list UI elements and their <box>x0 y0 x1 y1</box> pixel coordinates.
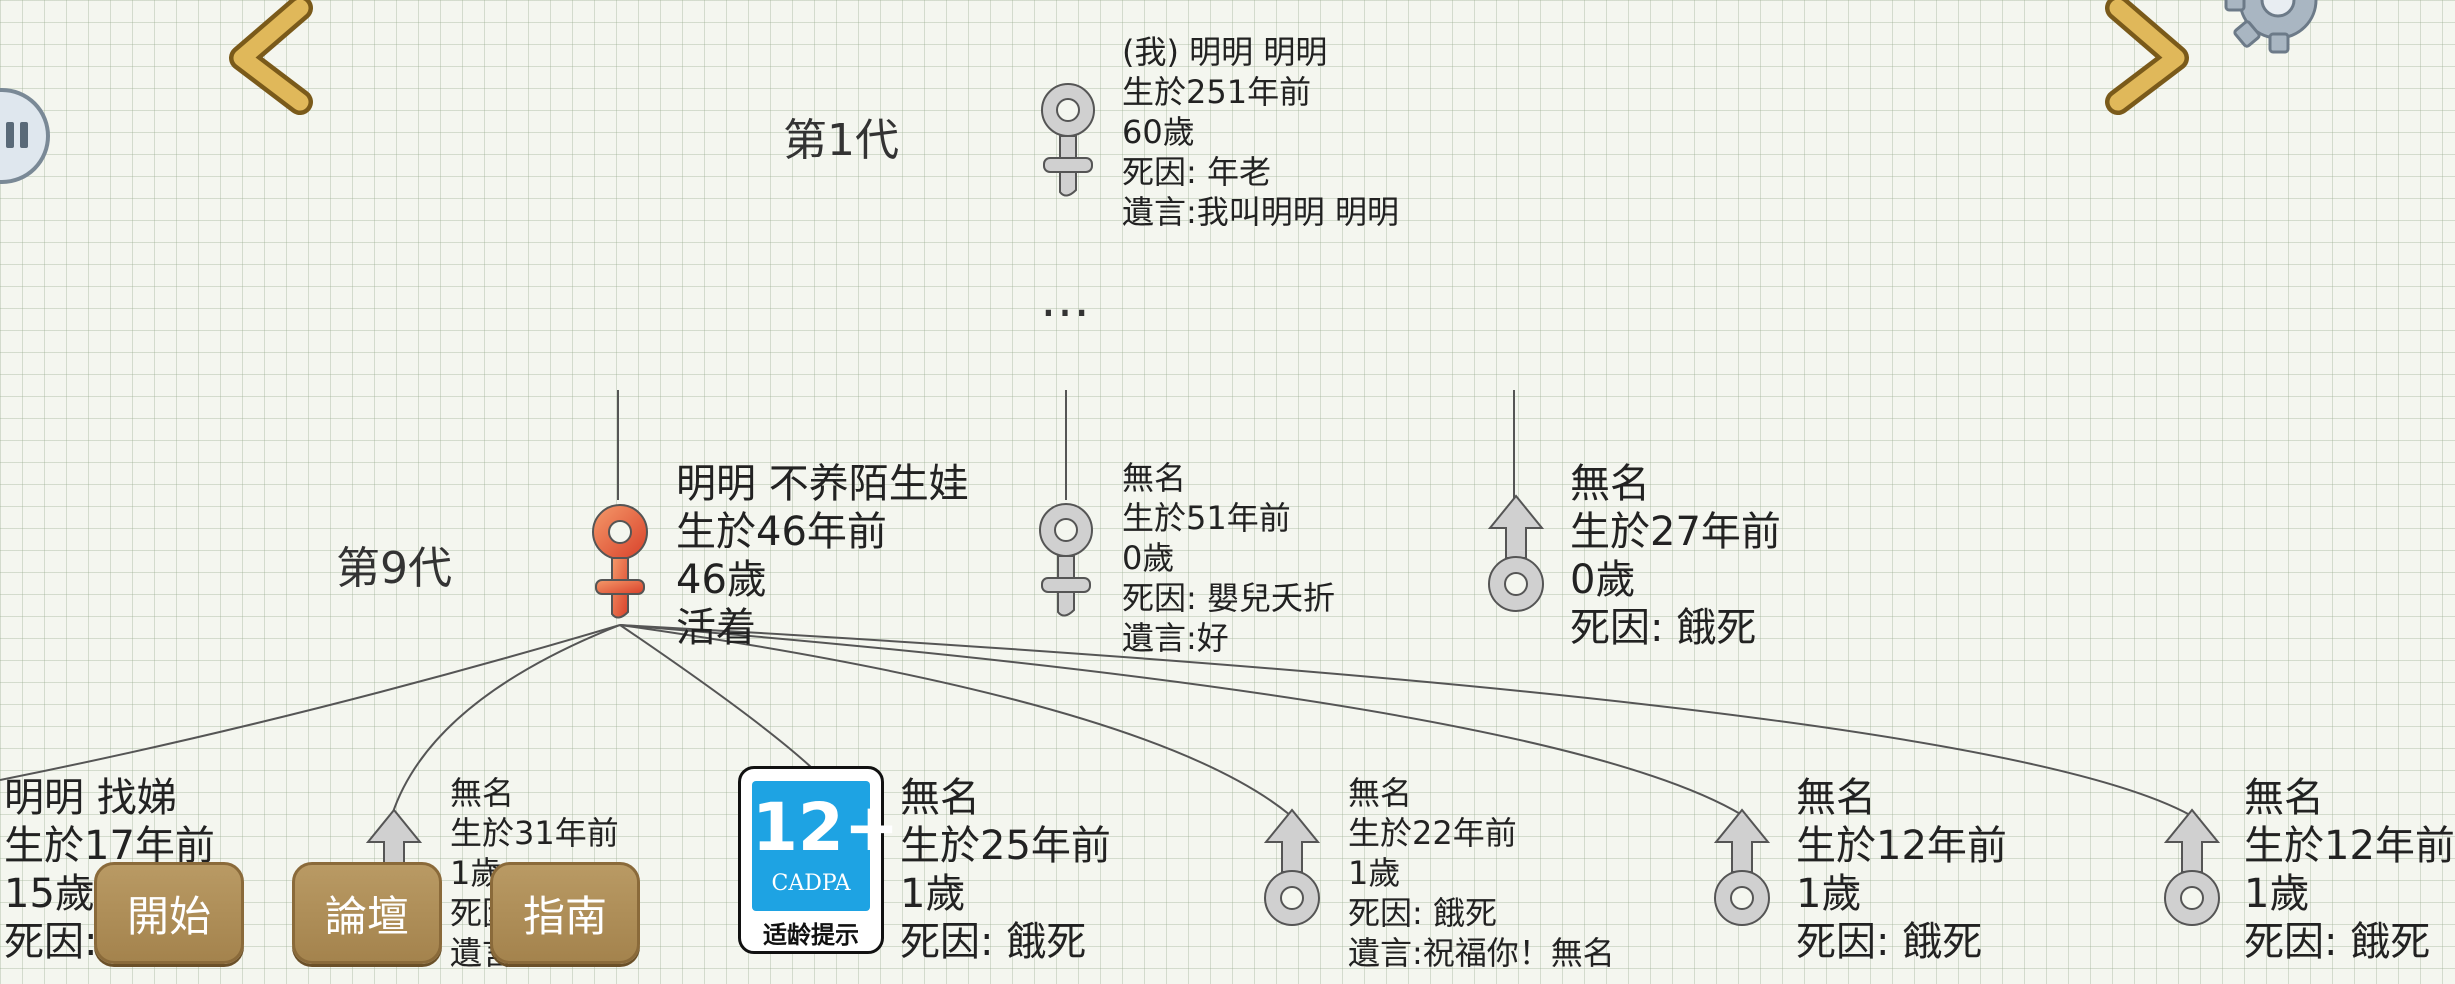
generation-label-1: 第1代 <box>783 115 899 166</box>
age-rating-panel: 12+ CADPA <box>752 781 900 911</box>
node-birth: 生於12年前 <box>1796 823 2007 869</box>
node-birth: 生於31年前 <box>450 814 619 852</box>
node-name: 無名 <box>1122 459 1187 497</box>
male-symbol-icon[interactable] <box>1700 806 1784 936</box>
age-rating-badge[interactable]: 12+ CADPA 适龄提示 <box>738 766 900 954</box>
node-birth: 生於51年前 <box>1122 499 1291 537</box>
generation-gap-ellipsis: … <box>1040 270 1093 328</box>
node-age: 1歲 <box>900 871 966 917</box>
node-death-cause: 死因: 餓死 <box>1796 919 1983 965</box>
node-death-cause: 死因: 餓死 <box>1570 605 1757 651</box>
node-name: 無名 <box>2244 775 2324 821</box>
node-age: 0歲 <box>1570 557 1636 603</box>
node-status: 活着 <box>676 605 756 651</box>
pause-icon[interactable] <box>0 86 52 186</box>
node-name: 無名 <box>450 774 515 812</box>
gen9-node-1-info: 明明 不养陌生娃 生於46年前 46歲 活着 <box>676 460 969 652</box>
node-age: 1歲 <box>1348 854 1401 892</box>
child-node-4-info: 無名 生於22年前 1歲 死因: 餓死 遺言:祝福你！無名 <box>1348 773 1615 973</box>
age-rating-org: CADPA <box>771 871 851 896</box>
node-name: 無名 <box>1570 461 1650 507</box>
node-age: 0歲 <box>1122 539 1175 577</box>
node-death-cause: 死因: 餓死 <box>1348 894 1497 932</box>
node-birth: 生於22年前 <box>1348 814 1517 852</box>
gen9-node-2-info: 無名 生於51年前 0歲 死因: 嬰兒夭折 遺言:好 <box>1122 458 1335 658</box>
tree-connection-lines <box>0 390 2191 816</box>
female-symbol-icon[interactable] <box>578 492 662 624</box>
node-birth: 生於251年前 <box>1122 73 1312 111</box>
chevron-left-icon[interactable] <box>220 0 320 115</box>
age-rating-hint: 适龄提示 <box>763 921 859 949</box>
node-birth: 生於12年前 <box>2244 823 2455 869</box>
node-name: 明明 不养陌生娃 <box>676 461 969 507</box>
node-last-words: 遺言:我叫明明 明明 <box>1122 193 1399 231</box>
child-node-5-info: 無名 生於12年前 1歲 死因: 餓死 <box>1796 774 2007 966</box>
node-name: 無名 <box>1796 775 1876 821</box>
age-rating-number: 12+ <box>752 789 900 866</box>
male-symbol-icon[interactable] <box>1250 806 1334 936</box>
node-name: (我) 明明 明明 <box>1122 33 1328 71</box>
female-symbol-icon[interactable] <box>1024 492 1108 622</box>
node-death-cause: 死因: 年老 <box>1122 153 1271 191</box>
node-birth: 生於27年前 <box>1570 509 1781 555</box>
male-symbol-icon[interactable] <box>1474 492 1558 622</box>
node-age: 46歲 <box>676 557 767 603</box>
gear-icon[interactable] <box>2218 0 2318 54</box>
node-last-words: 遺言:好 <box>1122 619 1229 657</box>
node-birth: 生於46年前 <box>676 509 887 555</box>
node-death-cause: 死因: 餓死 <box>2244 919 2431 965</box>
node-last-words: 遺言:祝福你！無名 <box>1348 934 1615 972</box>
forum-button[interactable]: 論壇 <box>292 862 442 964</box>
node-name: 無名 <box>1348 774 1413 812</box>
gen9-node-3-info: 無名 生於27年前 0歲 死因: 餓死 <box>1570 460 1781 652</box>
node-age: 1歲 <box>2244 871 2310 917</box>
guide-button[interactable]: 指南 <box>490 862 640 964</box>
child-node-3-info: 無名 生於25年前 1歲 死因: 餓死 <box>900 774 1111 966</box>
child-node-6-info: 無名 生於12年前 1歲 死因: 餓死 <box>2244 774 2455 966</box>
ancestor-info: (我) 明明 明明 生於251年前 60歲 死因: 年老 遺言:我叫明明 明明 <box>1122 32 1399 232</box>
node-name: 明明 找娣 <box>4 775 177 821</box>
node-birth: 生於25年前 <box>900 823 1111 869</box>
node-age: 1歲 <box>1796 871 1862 917</box>
chevron-right-icon[interactable] <box>2098 0 2198 115</box>
generation-label-9: 第9代 <box>336 543 452 594</box>
node-name: 無名 <box>900 775 980 821</box>
node-age: 60歲 <box>1122 113 1195 151</box>
female-symbol-icon[interactable] <box>1026 72 1110 202</box>
male-symbol-icon[interactable] <box>2150 806 2234 936</box>
node-age: 15歲 <box>4 871 95 917</box>
node-birth: 生於17年前 <box>4 823 215 869</box>
node-death-cause: 死因: 餓死 <box>900 919 1087 965</box>
start-button[interactable]: 開始 <box>94 862 244 964</box>
node-death-cause: 死因: 嬰兒夭折 <box>1122 579 1335 617</box>
